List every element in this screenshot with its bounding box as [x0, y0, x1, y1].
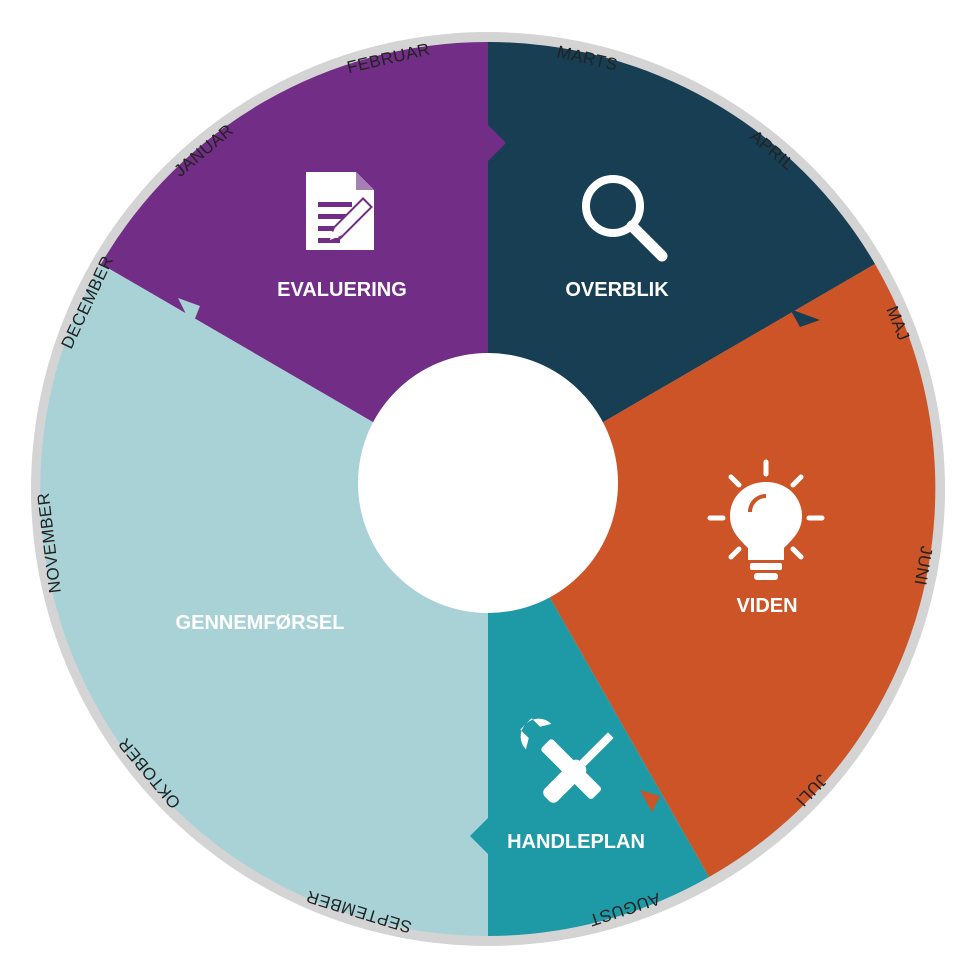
label-handleplan: HANDLEPLAN	[507, 831, 645, 853]
segment-notch-viden	[640, 790, 660, 812]
label-overblik: OVERBLIK	[565, 279, 669, 301]
segment-handleplan[interactable]	[488, 489, 709, 936]
segment-overblik[interactable]	[488, 41, 875, 490]
wrench-screwdriver-icon	[520, 718, 614, 803]
lightbulb-icon	[707, 459, 825, 580]
segment-notch-evaluering	[488, 125, 506, 161]
segment-evaluering[interactable]	[101, 41, 488, 490]
segment-notch-overblik	[790, 309, 820, 327]
center-hole	[358, 353, 618, 613]
segment-viden[interactable]	[488, 264, 936, 877]
label-evaluering: EVALUERING	[277, 279, 407, 301]
magnifier-icon	[582, 175, 668, 262]
label-gennemforsel: GENNEMFØRSEL	[176, 612, 345, 634]
document-pencil-icon	[306, 172, 374, 250]
segment-notch-handleplan	[470, 818, 488, 854]
label-viden: VIDEN	[736, 595, 797, 617]
segment-notch-gennemforsel	[178, 298, 200, 326]
